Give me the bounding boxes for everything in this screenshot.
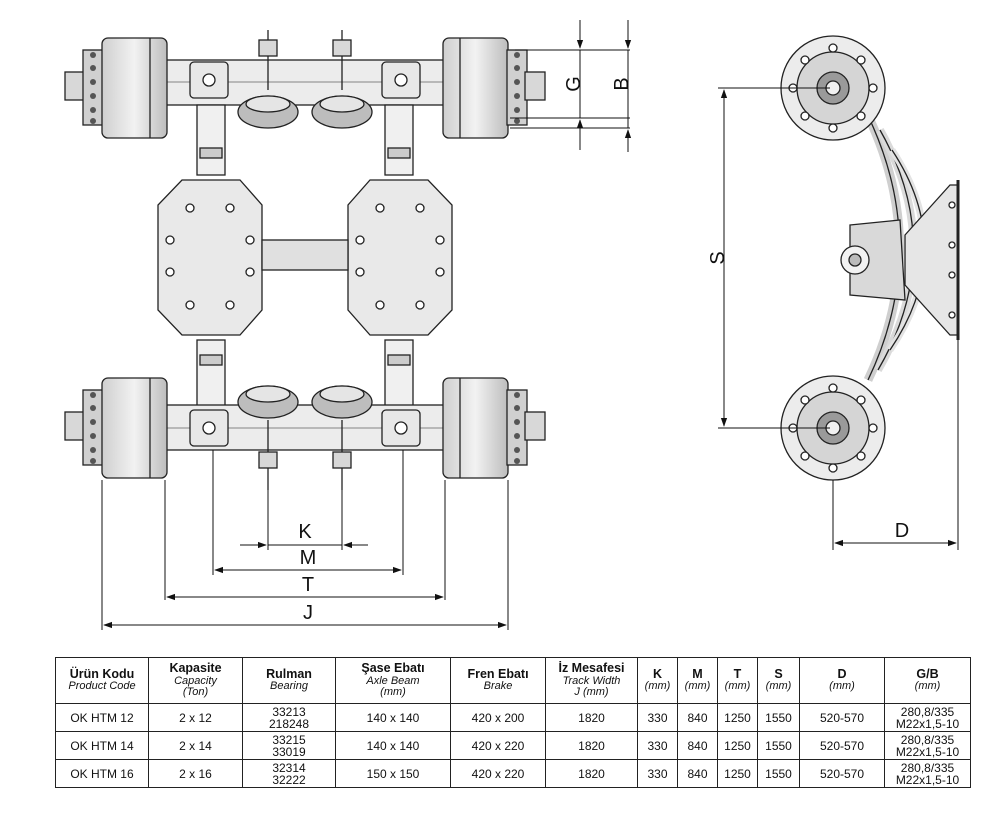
cell-M: 840 bbox=[677, 731, 718, 760]
cell-GB: 280,8/335 M22x1,5-10 bbox=[884, 759, 971, 788]
specification-table: Ürün Kodu Product Code Kapasite Capacity… bbox=[55, 657, 971, 788]
cell-GB: 280,8/335 M22x1,5-10 bbox=[884, 703, 971, 732]
header-S: S (mm) bbox=[757, 657, 800, 704]
header-track-width: İz Mesafesi Track Width J (mm) bbox=[545, 657, 638, 704]
cell-M: 840 bbox=[677, 759, 718, 788]
cell-product-code: OK HTM 14 bbox=[55, 731, 149, 760]
dim-label-T: T bbox=[302, 574, 314, 596]
header-D: D (mm) bbox=[799, 657, 885, 704]
cell-track-width: 1820 bbox=[545, 759, 638, 788]
cell-bearing: 32314 32222 bbox=[242, 759, 336, 788]
cell-bearing: 33213 218248 bbox=[242, 703, 336, 732]
table-row: OK HTM 14 2 x 14 33215 33019 140 x 140 4… bbox=[55, 731, 971, 760]
cell-K: 330 bbox=[637, 703, 678, 732]
tandem-axle-drawing: G B K M T J bbox=[64, 20, 960, 630]
cell-capacity: 2 x 16 bbox=[148, 759, 243, 788]
header-brake: Fren Ebatı Brake bbox=[450, 657, 546, 704]
header-capacity: Kapasite Capacity (Ton) bbox=[148, 657, 243, 704]
cell-S: 1550 bbox=[757, 731, 800, 760]
cell-S: 1550 bbox=[757, 703, 800, 732]
cell-product-code: OK HTM 12 bbox=[55, 703, 149, 732]
cell-D: 520-570 bbox=[799, 759, 885, 788]
leaf-springs bbox=[196, 104, 414, 411]
cell-T: 1250 bbox=[717, 731, 758, 760]
rear-axle bbox=[64, 377, 546, 490]
side-view bbox=[780, 35, 960, 481]
front-axle bbox=[64, 30, 546, 139]
cell-K: 330 bbox=[637, 759, 678, 788]
header-T: T (mm) bbox=[717, 657, 758, 704]
top-view bbox=[64, 30, 546, 490]
cell-K: 330 bbox=[637, 731, 678, 760]
cell-D: 520-570 bbox=[799, 731, 885, 760]
cell-capacity: 2 x 12 bbox=[148, 703, 243, 732]
header-product-code: Ürün Kodu Product Code bbox=[55, 657, 149, 704]
cell-axle-beam: 150 x 150 bbox=[335, 759, 451, 788]
cell-track-width: 1820 bbox=[545, 703, 638, 732]
dim-label-D: D bbox=[895, 520, 909, 542]
cell-product-code: OK HTM 16 bbox=[55, 759, 149, 788]
cell-capacity: 2 x 14 bbox=[148, 731, 243, 760]
cell-GB: 280,8/335 M22x1,5-10 bbox=[884, 731, 971, 760]
header-GB: G/B (mm) bbox=[884, 657, 971, 704]
cell-brake: 420 x 220 bbox=[450, 759, 546, 788]
header-axle-beam: Şase Ebatı Axle Beam (mm) bbox=[335, 657, 451, 704]
dim-label-B: B bbox=[611, 77, 633, 90]
cell-S: 1550 bbox=[757, 759, 800, 788]
cell-M: 840 bbox=[677, 703, 718, 732]
header-M: M (mm) bbox=[677, 657, 718, 704]
cell-axle-beam: 140 x 140 bbox=[335, 703, 451, 732]
dim-label-K: K bbox=[298, 521, 312, 543]
cell-track-width: 1820 bbox=[545, 731, 638, 760]
top-view-dimensions bbox=[101, 20, 632, 630]
hanger-plates bbox=[157, 179, 453, 336]
cell-axle-beam: 140 x 140 bbox=[335, 731, 451, 760]
cell-T: 1250 bbox=[717, 703, 758, 732]
dim-label-J: J bbox=[303, 602, 313, 624]
cell-T: 1250 bbox=[717, 759, 758, 788]
dim-label-G: G bbox=[563, 76, 585, 92]
dim-label-S: S bbox=[707, 251, 729, 264]
side-view-dimensions bbox=[718, 87, 959, 550]
table-row: OK HTM 12 2 x 12 33213 218248 140 x 140 … bbox=[55, 703, 971, 732]
header-K: K (mm) bbox=[637, 657, 678, 704]
dim-label-M: M bbox=[300, 547, 317, 569]
cell-brake: 420 x 200 bbox=[450, 703, 546, 732]
cell-brake: 420 x 220 bbox=[450, 731, 546, 760]
header-bearing: Rulman Bearing bbox=[242, 657, 336, 704]
table-header-row: Ürün Kodu Product Code Kapasite Capacity… bbox=[55, 657, 971, 704]
cell-D: 520-570 bbox=[799, 703, 885, 732]
table-row: OK HTM 16 2 x 16 32314 32222 150 x 150 4… bbox=[55, 759, 971, 788]
cell-bearing: 33215 33019 bbox=[242, 731, 336, 760]
side-hub-front bbox=[780, 35, 886, 141]
